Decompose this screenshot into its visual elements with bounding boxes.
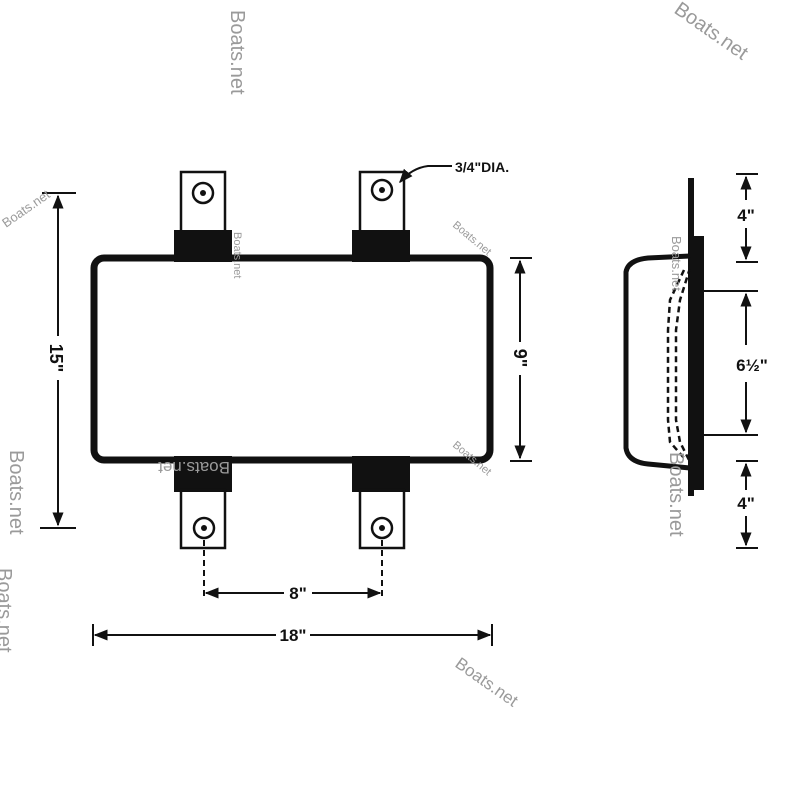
dimension-side-bottom: 4" [736, 460, 758, 549]
mounting-hole [370, 178, 394, 202]
mounting-tab-bottom-right [352, 456, 410, 550]
dimension-body-height: 9" [510, 257, 532, 462]
front-view: 3/4"DIA. 15" 9" 8" [40, 159, 532, 646]
watermark-text: Boats.net [5, 450, 27, 535]
tab-spacing-label: 8" [289, 584, 307, 603]
side-mounting-plate [688, 178, 694, 496]
watermark-text: Boats.net [665, 452, 687, 537]
overall-length-label: 18" [280, 626, 307, 645]
watermark-text: Boats.net [0, 568, 15, 653]
side-anode-profile [623, 253, 691, 471]
watermarks: Boats.net Boats.net Boats.net Boats.net … [0, 0, 752, 711]
watermark-text: Boats.net [452, 654, 522, 711]
side-view: 4" 6½" 4" [623, 173, 768, 549]
mounting-tab-bottom-left [174, 456, 232, 550]
watermark-text: Boats.net [450, 219, 493, 258]
mounting-hole [191, 181, 215, 205]
watermark-text: Boats.net [670, 0, 752, 65]
watermark-text: Boats.net [226, 10, 248, 95]
anode-body [90, 254, 494, 464]
dimension-side-top: 4" [736, 173, 758, 263]
hole-callout-leader [399, 165, 452, 184]
watermark-text: Boats.net [0, 186, 53, 230]
side-middle-label: 6½" [736, 356, 768, 375]
side-hidden-strap [674, 267, 692, 463]
watermark-text: Boats.net [158, 458, 230, 477]
mounting-tab-top-right [352, 170, 410, 262]
mounting-tab-top-left [174, 170, 232, 262]
dimension-side-middle: 6½" [736, 292, 768, 434]
side-bottom-label: 4" [737, 494, 755, 513]
hole-callout-label: 3/4"DIA. [455, 159, 509, 175]
dimension-tab-spacing: 8" [203, 540, 383, 603]
overall-height-label: 15" [46, 344, 66, 373]
dimension-overall-length: 18" [92, 624, 493, 646]
side-top-label: 4" [737, 206, 755, 225]
mounting-hole [192, 516, 216, 540]
mounting-hole [370, 516, 394, 540]
body-height-label: 9" [510, 349, 530, 368]
dimension-overall-height: 15" [40, 192, 76, 529]
watermark-text: Boats.net [669, 236, 684, 291]
watermark-text: Boats.net [231, 232, 243, 278]
